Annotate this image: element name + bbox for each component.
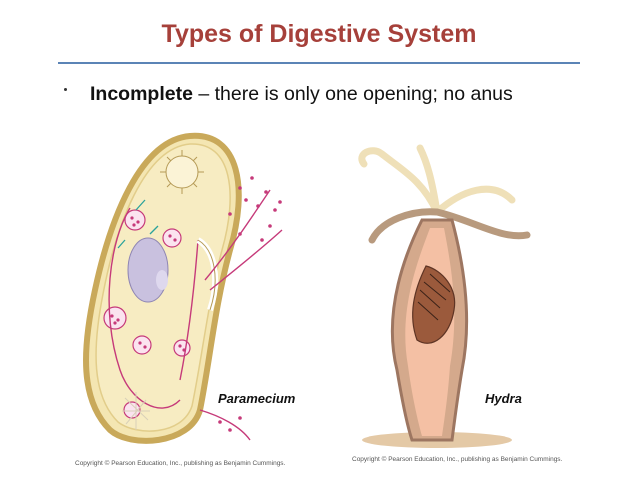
bullet-dot <box>64 88 67 91</box>
hydra-label: Hydra <box>485 391 522 406</box>
title-divider <box>58 62 580 64</box>
bullet-description: – there is only one opening; no anus <box>193 83 513 105</box>
bullet-term: Incomplete <box>90 83 193 105</box>
slide-title: Types of Digestive System <box>0 20 638 49</box>
copyright-right: Copyright © Pearson Education, Inc., pub… <box>352 456 562 463</box>
bullet-text: Incomplete – there is only one opening; … <box>90 83 513 106</box>
copyright-left: Copyright © Pearson Education, Inc., pub… <box>75 460 285 467</box>
paramecium-label: Paramecium <box>218 391 295 406</box>
